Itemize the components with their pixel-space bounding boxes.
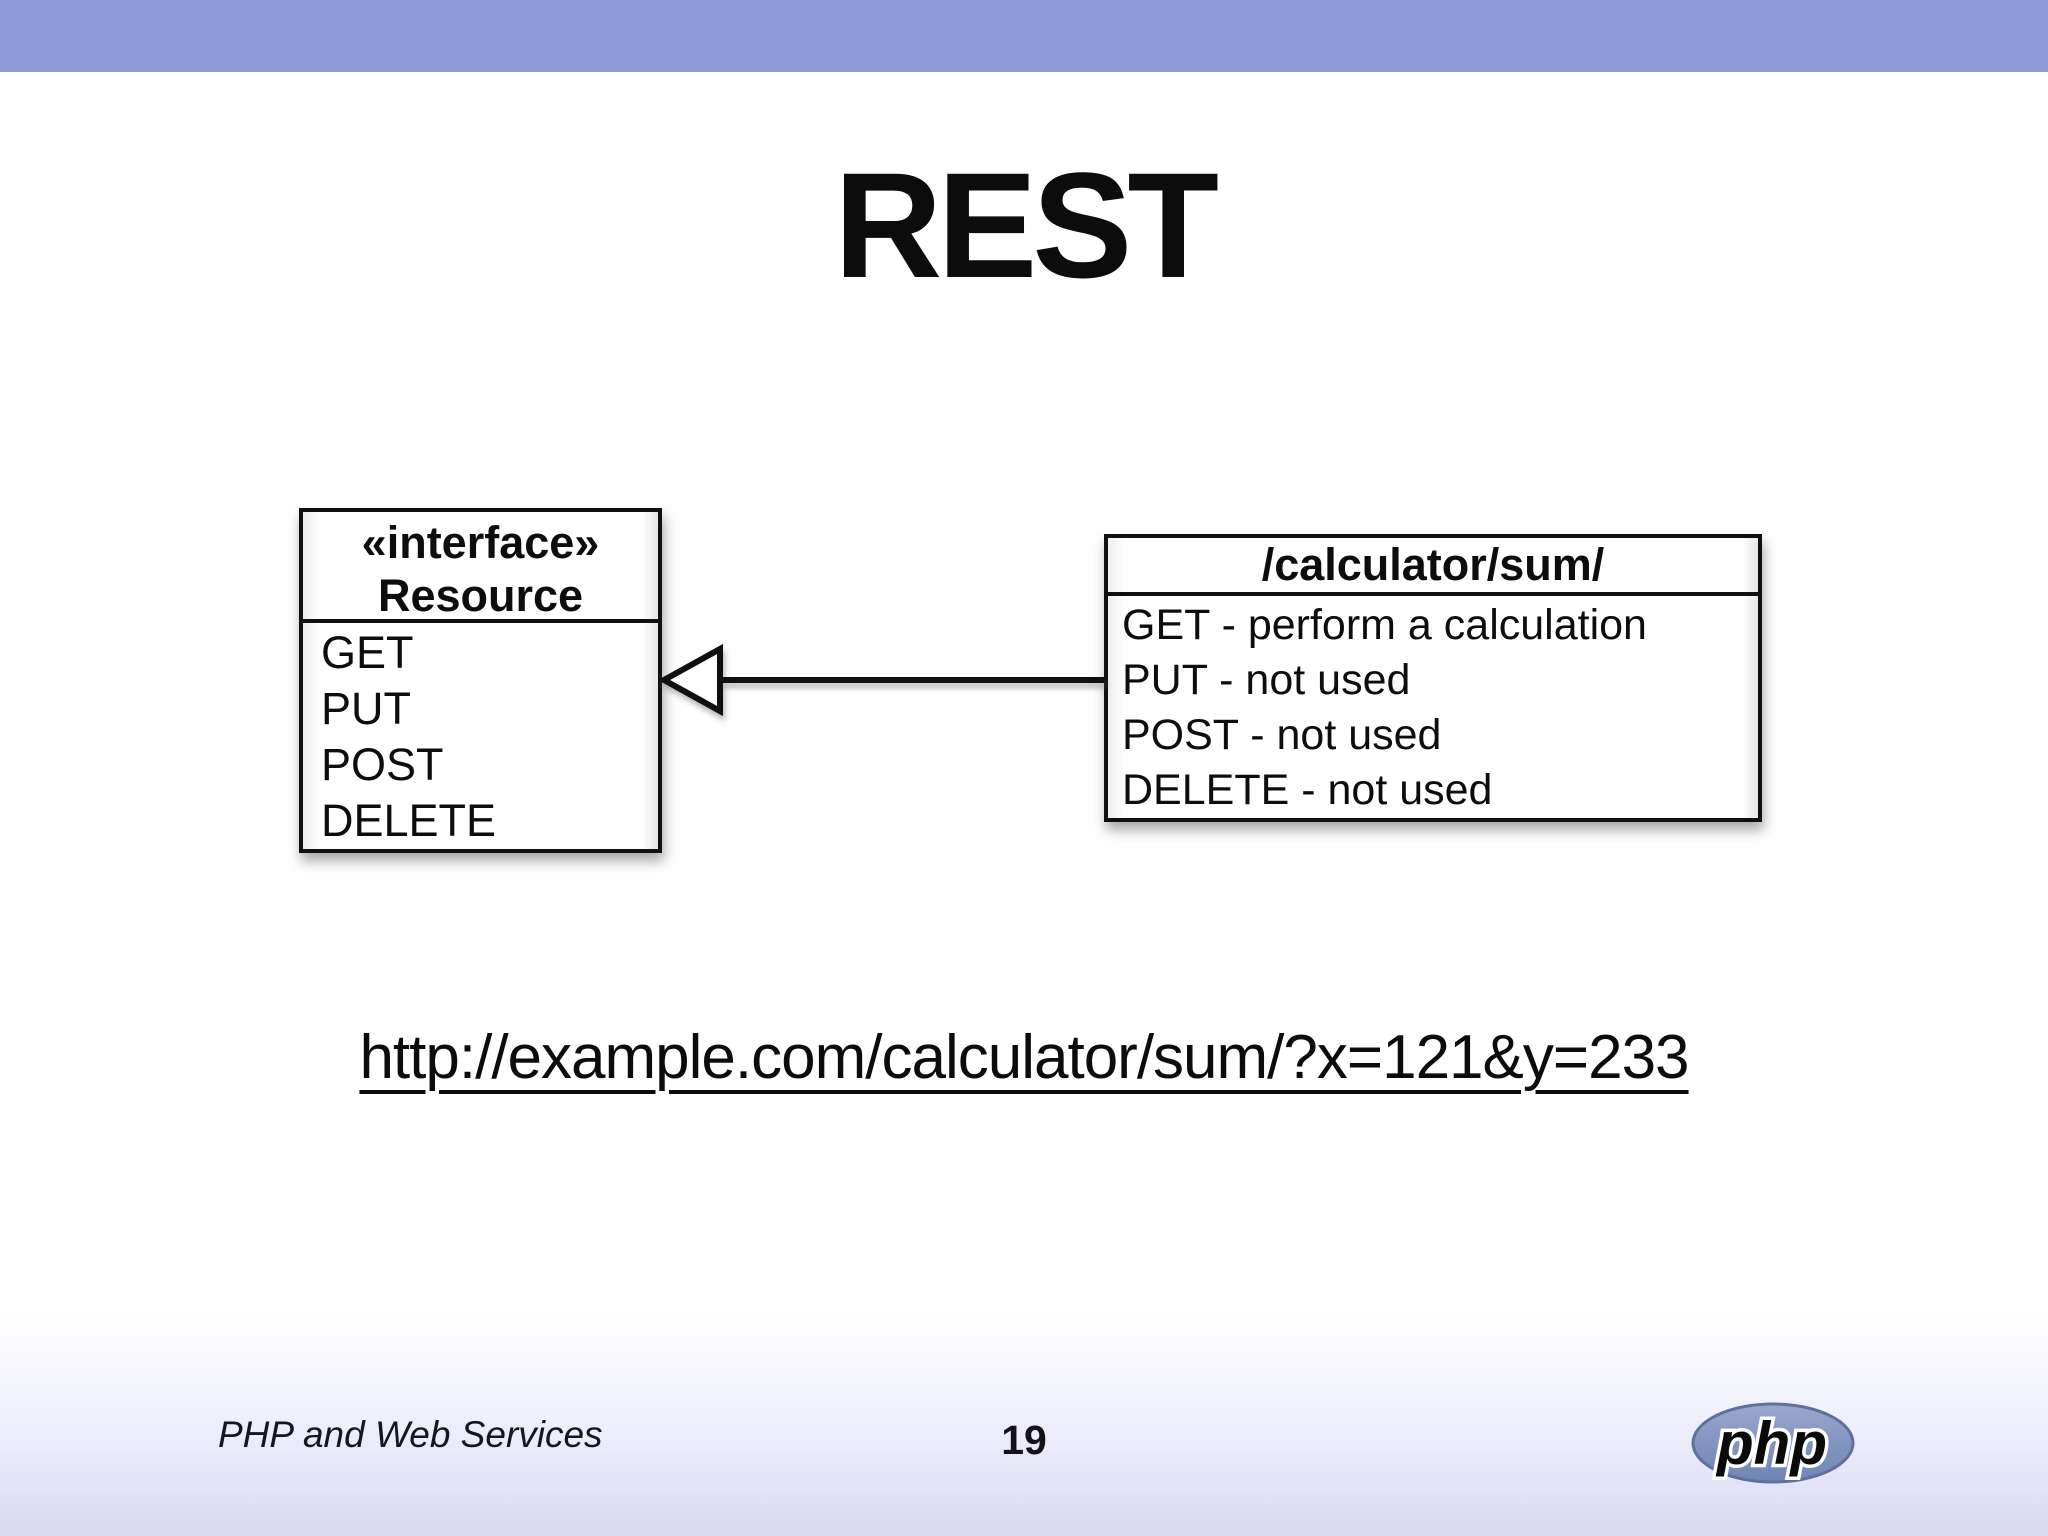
uml-operation: GET - perform a calculation (1122, 601, 1647, 649)
uml-method: POST (321, 739, 444, 790)
svg-text:php: php (1715, 1410, 1827, 1477)
uml-resource-header: /calculator/sum/ (1108, 538, 1758, 596)
uml-operation: POST - not used (1122, 711, 1442, 759)
uml-method: GET (321, 627, 414, 678)
footer-gradient (0, 1300, 2048, 1536)
uml-interface-name: Resource (377, 570, 584, 621)
example-url-link[interactable]: http://example.com/calculator/sum/?x=121… (359, 1023, 1689, 1092)
uml-interface-methods: GET PUT POST DELETE (303, 623, 658, 849)
uml-interface-header: «interface» Resource (303, 512, 658, 623)
uml-resource-box: /calculator/sum/ GET - perform a calcula… (1104, 534, 1762, 822)
footer-course-title: PHP and Web Services (218, 1414, 603, 1455)
php-logo-icon: php (1691, 1402, 1855, 1484)
uml-operation: DELETE - not used (1122, 766, 1493, 814)
uml-operation: PUT - not used (1122, 656, 1411, 704)
uml-method: DELETE (321, 795, 497, 846)
slide-title: REST (833, 141, 1219, 309)
uml-method: PUT (321, 683, 411, 734)
top-accent-bar (0, 0, 2048, 72)
page-number: 19 (1001, 1417, 1047, 1463)
uml-resource-operations: GET - perform a calculation PUT - not us… (1108, 596, 1758, 818)
uml-stereotype: «interface» (361, 517, 600, 568)
